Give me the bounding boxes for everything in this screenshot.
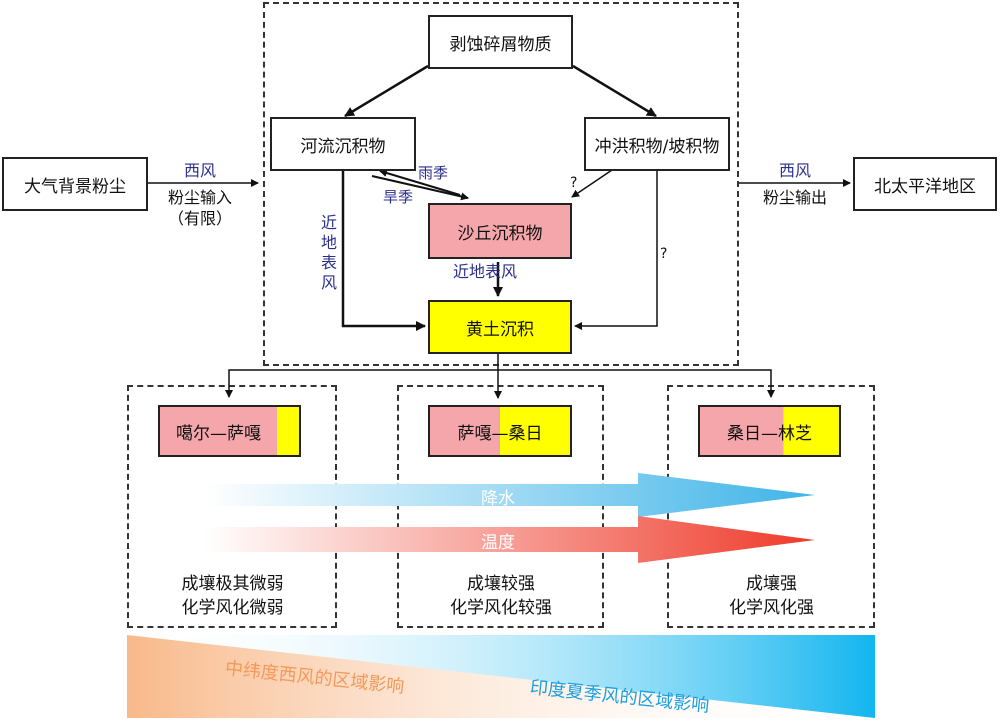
north-pacific-box: 北太平洋地区 [853,157,997,211]
dune-sediment-box: 沙丘沉积物 [428,203,572,259]
region-frame-west [127,385,337,628]
west-wind-label-left: 西风 [183,161,216,180]
alluvial-to-dune [571,169,613,198]
dry-arrow [371,175,469,201]
loess-deposit-box: 黄土沉积 [428,300,572,354]
temp-arrow [205,516,815,563]
region-desc-2a: 成壤较强 [467,574,535,594]
precip-label: 降水 [481,489,515,509]
question-mark-1: ? [570,175,578,191]
region-desc-2b: 化学风化较强 [450,598,552,618]
region-desc-1a: 成壤极其微弱 [181,574,284,594]
region-desc-1b: 化学风化微弱 [181,598,284,618]
west-wind-label-right: 西风 [778,161,811,180]
region-name-3: 桑日—林芝 [727,423,812,444]
rainy-arrow [379,169,461,196]
region-desc-3b: 化学风化强 [729,598,814,618]
source-frame [263,2,739,366]
temp-label: 温度 [481,533,515,553]
dry-season-label: 旱季 [383,188,414,206]
region-box-garsaga: 噶尔—萨嘎 [158,405,301,457]
precip-arrow [205,473,815,517]
monsoon-wedge [127,635,875,718]
surface-wind-label: 近地表风 [453,262,518,281]
loess-to-west [225,369,498,398]
rainy-season-label: 雨季 [418,164,449,182]
dust-output-label: 粉尘输出 [762,188,827,207]
question-mark-2: ? [660,246,668,262]
region-name-1: 噶尔—萨嘎 [176,423,261,444]
dust-input-label: 粉尘输入 [167,188,232,207]
region-box-sagasangri: 萨嘎—桑日 [428,405,572,457]
top-to-alluvial [572,64,657,118]
surface-wind-vertical: 近 地 表 风 [320,213,337,292]
eroded-debris-box: 剥蚀碎屑物质 [428,15,573,69]
river-to-loess [341,169,426,331]
region-box-sangrinyingchi: 桑日—林芝 [698,405,841,457]
dust-input-limited: （有限） [167,209,232,228]
region-desc-3a: 成壤强 [746,574,797,594]
alluvial-slope-box: 冲洪积物/坡积物 [584,117,730,171]
alluvial-to-loess [574,170,658,330]
region-name-2: 萨嘎—桑日 [457,423,543,444]
region-frame-middle [397,385,604,628]
atmospheric-dust-box: 大气背景粉尘 [2,157,148,211]
top-to-river [344,64,429,118]
loess-to-east [498,369,775,398]
river-sediment-box: 河流沉积物 [270,117,416,171]
